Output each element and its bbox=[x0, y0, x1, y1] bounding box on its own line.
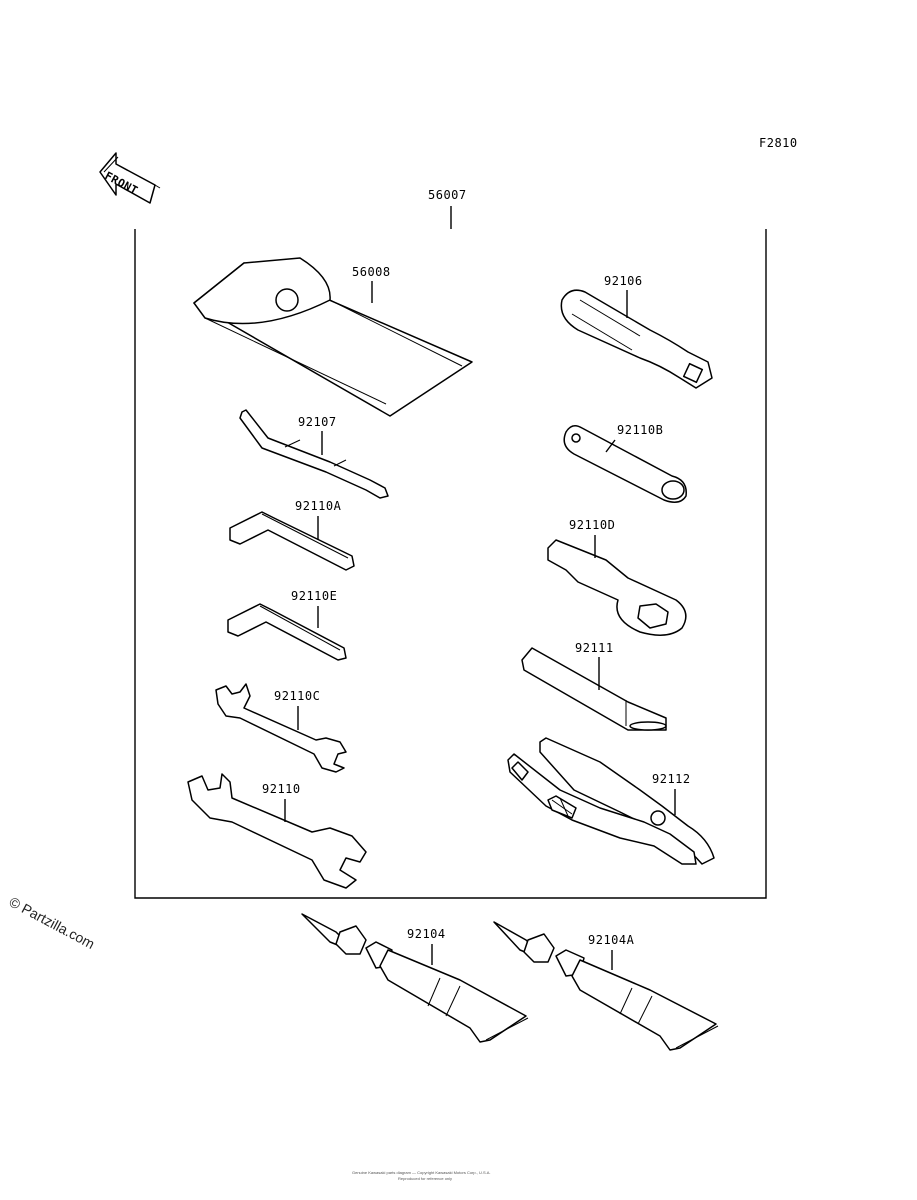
label-92110A: 92110A bbox=[295, 499, 342, 513]
pliers bbox=[507, 737, 715, 865]
footer-line-2: Reproduced for reference only bbox=[398, 1176, 452, 1181]
label-56008: 56008 bbox=[352, 265, 391, 279]
extension-bar bbox=[521, 647, 667, 731]
ref-code: F2810 bbox=[759, 136, 798, 150]
watermark: © Partzilla.com bbox=[7, 894, 98, 952]
open-end-wrench-small bbox=[215, 683, 347, 773]
label-92112: 92112 bbox=[652, 772, 691, 786]
hex-key-small bbox=[227, 603, 347, 661]
open-end-wrench-large bbox=[187, 773, 367, 889]
label-92110C: 92110C bbox=[274, 689, 320, 703]
footer-line-1: Genuine Kawasaki parts diagram — Copyrig… bbox=[352, 1170, 491, 1175]
box-wrench bbox=[563, 425, 687, 503]
tool-bag bbox=[193, 257, 473, 417]
screwdriver-bit bbox=[239, 409, 389, 499]
label-92106: 92106 bbox=[604, 274, 643, 288]
hex-key-large bbox=[229, 511, 355, 571]
ring-spanner bbox=[547, 539, 687, 636]
grease-tube bbox=[301, 913, 529, 1043]
label-92110B: 92110B bbox=[617, 423, 663, 437]
label-92110: 92110 bbox=[262, 782, 301, 796]
label-92107: 92107 bbox=[298, 415, 337, 429]
label-92104A: 92104A bbox=[588, 933, 635, 947]
front-arrow-icon: FRONT bbox=[99, 152, 161, 204]
screwdriver-handle bbox=[560, 289, 713, 389]
label-92110E: 92110E bbox=[291, 589, 337, 603]
label-92110D: 92110D bbox=[569, 518, 615, 532]
kit-frame bbox=[134, 229, 767, 899]
grease-tube-a bbox=[493, 921, 719, 1051]
kit-label: 56007 bbox=[428, 188, 467, 202]
label-92104: 92104 bbox=[407, 927, 446, 941]
label-92111: 92111 bbox=[575, 641, 614, 655]
